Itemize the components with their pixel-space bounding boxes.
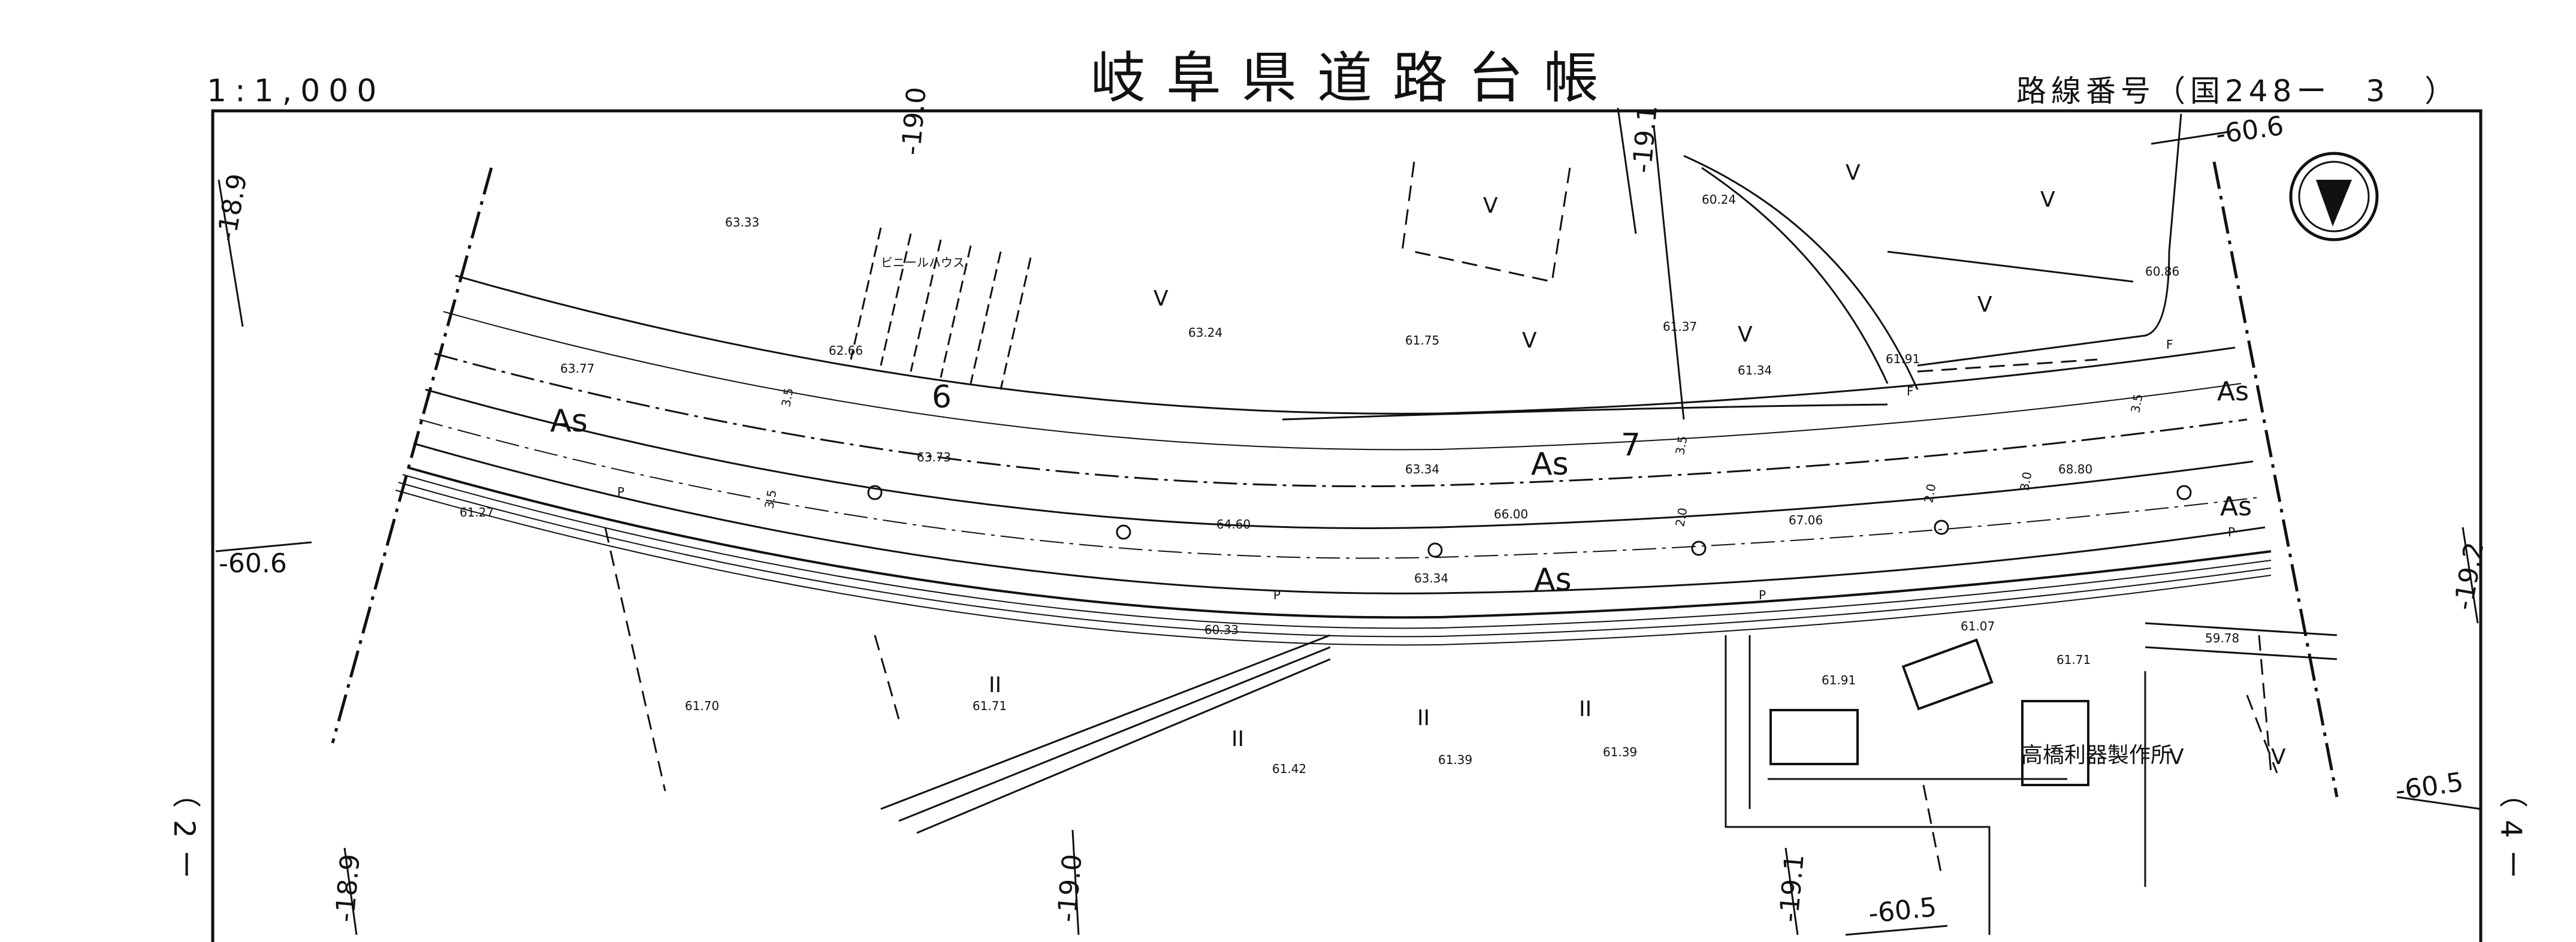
utility-pole-icon: P (1273, 588, 1281, 602)
station-7: 7 (1621, 427, 1641, 463)
elevation: 61.71 (2056, 653, 2091, 667)
building-footprints (1769, 638, 2089, 786)
grid-coord: -60.6 (2213, 111, 2285, 150)
land-use-symbols: V V V V V V V V V II II II II (989, 161, 2286, 769)
station-6: 6 (932, 379, 952, 415)
elevation: 61.39 (1438, 753, 1472, 767)
greenhouse-outline (850, 227, 1032, 390)
elevation: 61.91 (1822, 673, 1856, 687)
elevation: 63.33 (725, 215, 759, 230)
elevation: 61.34 (1738, 363, 1772, 378)
row-boundary-north (331, 167, 493, 744)
grid-coord: -19.2 (2448, 540, 2490, 612)
field-symbol: V (1483, 194, 1498, 218)
utility-pole-symbols: P P P P F F (617, 337, 2235, 602)
manhole-symbols (867, 485, 2192, 558)
north-arrow-icon (2289, 152, 2379, 241)
dimension: 2.0 (1921, 482, 1938, 503)
surface-label-right-upper: As (2217, 376, 2249, 407)
field-symbol: V (2169, 745, 2184, 769)
branch-roads-ne (1653, 113, 2182, 420)
paddy-symbol: II (1417, 706, 1430, 730)
dimension: 2.0 (1672, 506, 1690, 527)
dimension: 3.5 (778, 387, 796, 407)
surface-label-upper: As (550, 403, 588, 439)
grid-lines (215, 107, 2481, 936)
elevation: 59.78 (2205, 631, 2239, 645)
surface-label-right-lower: As (2220, 491, 2252, 522)
elevation: 61.75 (1405, 333, 1439, 348)
elevation: 61.70 (685, 699, 719, 713)
paddy-symbol: II (1579, 697, 1591, 721)
elevation: 61.71 (973, 699, 1007, 713)
adjacent-sheet-left: （2ー (167, 779, 201, 891)
elevation: 61.07 (1961, 619, 1995, 633)
sheet-title: 岐阜県道路台帳 (1091, 46, 1620, 110)
grid-coord: -19.0 (896, 86, 932, 156)
grid-coord: -19.1 (1627, 104, 1663, 174)
greenhouse-label: ビニールハウス (881, 255, 965, 270)
dimension: 3.5 (1672, 434, 1690, 455)
field-symbol: V (2040, 188, 2055, 212)
adjacent-sheet-right: （4ー (2494, 779, 2527, 891)
elevation: 66.00 (1494, 507, 1528, 521)
dimension: 3.5 (2128, 393, 2145, 413)
grid-coord: -18.9 (212, 171, 253, 244)
field-symbol: V (1153, 286, 1168, 311)
lower-right-block (1725, 622, 2338, 935)
hydrant-icon: F (2166, 337, 2173, 352)
grid-coord: -19.0 (1052, 853, 1088, 923)
field-symbol: V (1738, 322, 1753, 347)
frontage-road (1282, 403, 1888, 421)
grid-coord: -60.6 (219, 548, 287, 579)
elevation: 63.34 (1414, 571, 1448, 585)
dimension-labels: 3.5 3.5 3.5 2.0 2.0 3.5 3.0 (762, 387, 2145, 527)
elevation: 64.60 (1216, 517, 1251, 532)
elevation: 61.39 (1603, 745, 1637, 759)
elevation: 62.66 (829, 343, 863, 358)
field-symbol: V (1522, 328, 1537, 353)
parcel-boundaries (604, 161, 2278, 875)
elevation: 63.77 (560, 361, 594, 376)
grid-coord: -60.5 (2393, 767, 2465, 807)
building-name: 高橋利器製作所 (2021, 743, 2172, 768)
scale-label: 1:1,000 (207, 73, 385, 109)
grid-coord: -19.1 (1774, 853, 1810, 923)
grid-coord: -18.9 (330, 853, 366, 923)
row-boundary-south (2212, 161, 2339, 798)
field-symbol: V (1846, 161, 1861, 185)
paddy-symbol: II (1231, 727, 1244, 751)
paddy-symbol: II (989, 673, 1001, 698)
grid-coord: -60.5 (1867, 892, 1938, 929)
hydrant-icon: F (1907, 384, 1914, 398)
utility-pole-icon: P (1759, 588, 1766, 602)
elevation: 63.73 (917, 450, 951, 464)
elevation: 61.37 (1663, 319, 1697, 334)
elevation: 60.86 (2145, 264, 2179, 279)
side-road-sw (880, 634, 1331, 834)
elevation: 67.06 (1789, 513, 1823, 527)
utility-pole-icon: P (617, 485, 624, 499)
elevation: 63.24 (1188, 325, 1222, 340)
spot-elevations: 63.33 63.24 61.75 60.24 61.37 61.34 61.9… (460, 192, 2239, 776)
route-number: 路線番号（国248ー 3 ） (2016, 74, 2460, 108)
elevation: 60.33 (1204, 623, 1239, 637)
elevation: 63.34 (1405, 462, 1439, 476)
elevation: 61.42 (1272, 762, 1306, 776)
dimension: 3.5 (762, 488, 779, 509)
utility-pole-icon: P (2228, 525, 2235, 539)
road-lines (395, 274, 2272, 646)
dimension: 3.0 (2017, 470, 2034, 491)
elevation: 68.80 (2058, 462, 2092, 476)
elevation: 61.91 (1886, 352, 1920, 366)
elevation: 60.24 (1702, 192, 1736, 207)
surface-label-lower: As (1534, 562, 1572, 598)
field-symbol: V (1977, 292, 1992, 317)
map-frame (211, 109, 2483, 942)
surface-label-mid: As (1531, 446, 1569, 482)
elevation: 61.27 (460, 505, 494, 520)
field-symbol: V (2271, 745, 2286, 769)
